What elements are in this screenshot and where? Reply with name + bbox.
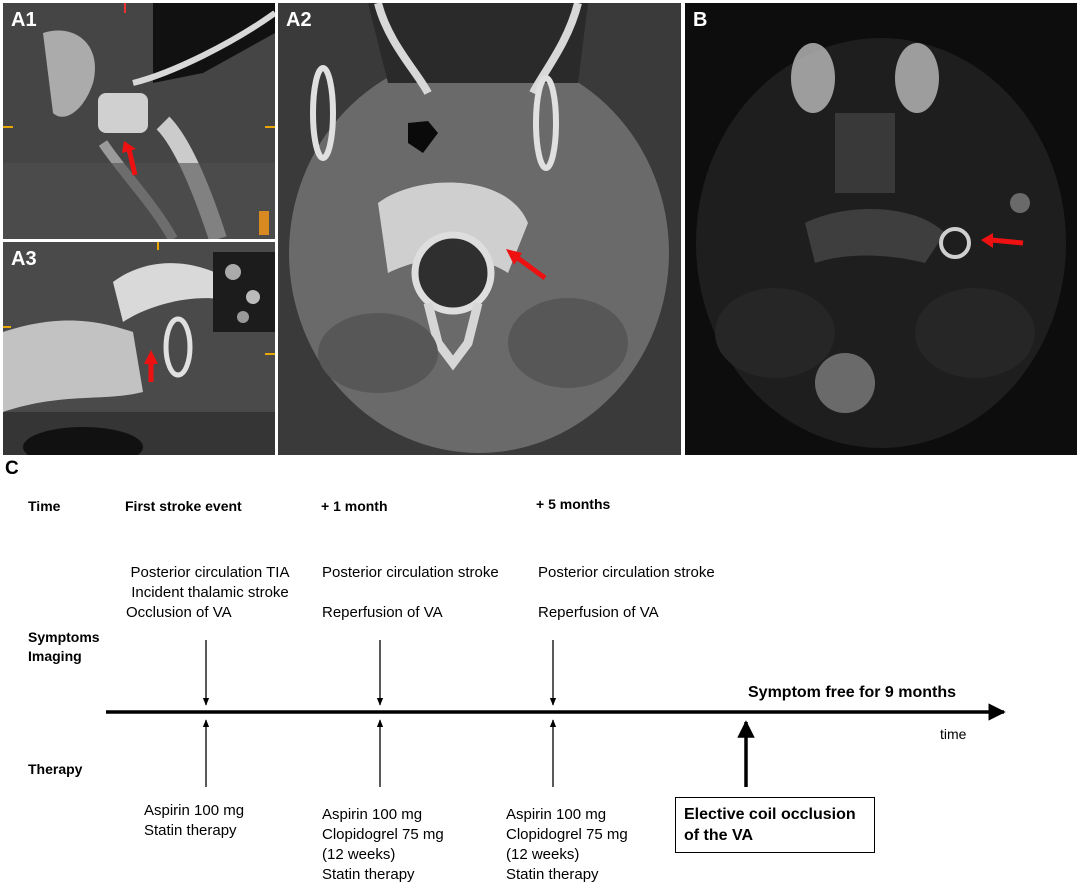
finding-line: Occlusion of VA xyxy=(126,604,232,621)
row-label-time: Time xyxy=(28,498,61,514)
event-2-findings: Posterior circulation stroke Reperfusion… xyxy=(322,563,499,623)
event-1-time: First stroke event xyxy=(125,498,242,514)
event-1-findings: Posterior circulation TIA Incident thala… xyxy=(126,563,294,623)
row-label-symptoms: Symptoms xyxy=(28,629,100,645)
finding-line xyxy=(322,583,499,603)
row-label-therapy: Therapy xyxy=(28,761,83,777)
ct-coronal-image xyxy=(3,242,275,455)
intervention-box: Elective coil occlusion of the VA xyxy=(675,797,875,853)
therapy-line: Aspirin 100 mg xyxy=(322,806,423,823)
therapy-line: Aspirin 100 mg xyxy=(144,802,245,819)
event-2-therapy: Aspirin 100 mg Clopidogrel 75 mg (12 wee… xyxy=(322,805,444,885)
intervention-line: of the VA xyxy=(684,827,754,844)
symptom-free-label: Symptom free for 9 months xyxy=(748,684,957,701)
section-label-c: C xyxy=(5,458,19,479)
therapy-line: Statin therapy xyxy=(322,866,415,883)
event-3-therapy: Aspirin 100 mg Clopidogrel 75 mg (12 wee… xyxy=(506,805,628,885)
panel-a3: A3 xyxy=(3,242,275,455)
panel-label-a1: A1 xyxy=(11,9,37,31)
ct-axial-image xyxy=(278,3,681,455)
panel-label-a3: A3 xyxy=(11,248,37,270)
row-label-imaging: Imaging xyxy=(28,648,82,664)
finding-line xyxy=(538,583,715,603)
panel-a1: A1 xyxy=(3,3,275,239)
therapy-line: Clopidogrel 75 mg xyxy=(322,826,444,843)
finding-line: Posterior circulation stroke xyxy=(322,564,499,581)
finding-line: Posterior circulation TIA xyxy=(130,564,290,581)
therapy-line: Clopidogrel 75 mg xyxy=(506,826,628,843)
event-3-findings: Posterior circulation stroke Reperfusion… xyxy=(538,563,715,623)
time-axis-label: time xyxy=(940,726,967,742)
panel-b: B xyxy=(685,3,1077,455)
panel-a2: A2 xyxy=(278,3,681,455)
panel-label-a2: A2 xyxy=(286,9,312,31)
finding-line: Reperfusion of VA xyxy=(322,604,443,621)
finding-line: Posterior circulation stroke xyxy=(538,564,715,581)
intervention-line: Elective coil occlusion xyxy=(684,806,856,823)
therapy-line: Aspirin 100 mg xyxy=(506,806,607,823)
panel-label-b: B xyxy=(693,9,708,31)
therapy-line: (12 weeks) xyxy=(322,846,396,863)
therapy-line: (12 weeks) xyxy=(506,846,580,863)
finding-line: Incident thalamic stroke xyxy=(131,584,289,601)
event-3-time: + 5 months xyxy=(536,496,611,512)
mri-axial-image xyxy=(685,3,1077,455)
finding-line: Reperfusion of VA xyxy=(538,604,659,621)
therapy-line: Statin therapy xyxy=(506,866,599,883)
therapy-line: Statin therapy xyxy=(144,822,237,839)
ct-sagittal-image xyxy=(3,3,275,239)
event-2-time: + 1 month xyxy=(321,498,388,514)
event-1-therapy: Aspirin 100 mg Statin therapy xyxy=(144,801,244,841)
